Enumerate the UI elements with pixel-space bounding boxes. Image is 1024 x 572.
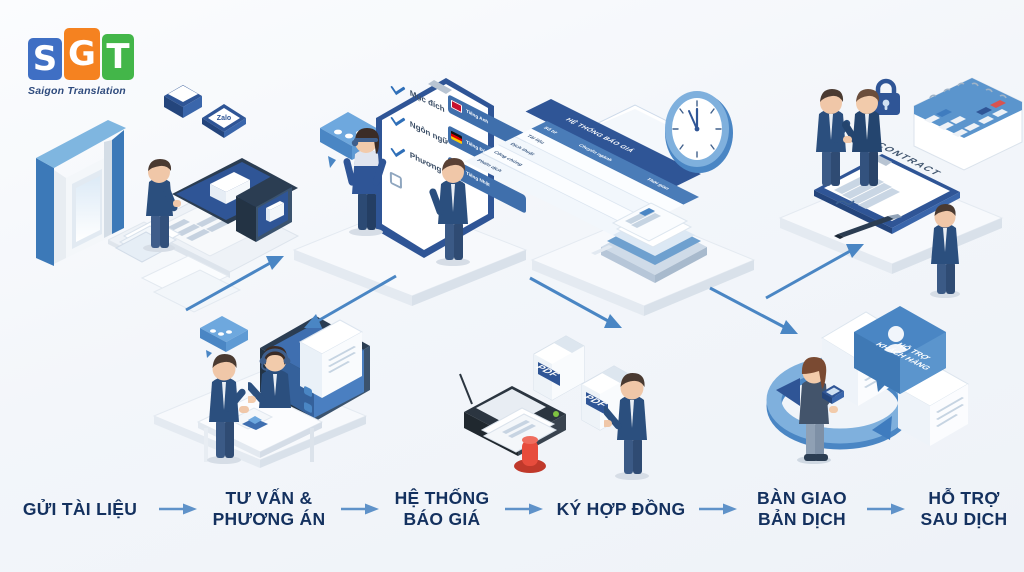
person-receiver-figure — [601, 373, 649, 480]
germany-flag-icon — [451, 130, 462, 145]
connector-arrow-2 — [304, 274, 397, 328]
checklist-items: Mục đích Ngôn ngữ Phương án — [368, 78, 500, 268]
pen-icon — [834, 214, 902, 239]
desk-model-icon — [242, 416, 268, 430]
svg-text:Zalo: Zalo — [217, 115, 231, 122]
connector-arrow-1 — [185, 256, 284, 312]
person-sender — [133, 152, 187, 252]
person-contract-left-figure — [816, 89, 853, 186]
tablet-device — [822, 385, 844, 404]
scene-contract: CONTRACT — [780, 62, 1024, 242]
person-observer-figure — [930, 204, 960, 298]
pdf-file-icon — [533, 335, 585, 401]
scene-delivery: PDF PDF — [450, 318, 670, 478]
person-consultant-headset — [245, 336, 304, 432]
connector-arrow-4 — [765, 244, 864, 300]
connector-arrow-3 — [529, 276, 622, 328]
scene-consulting-platform — [290, 200, 530, 310]
step-arrow-4 — [695, 502, 741, 516]
logo-tagline: Saigon Translation — [28, 85, 126, 97]
logo-letter-g: G — [64, 28, 100, 80]
paper-sheets — [140, 255, 242, 313]
arrow-right-icon — [699, 503, 737, 515]
logo-letter-s: S — [28, 38, 62, 80]
person-client-figure — [429, 158, 470, 266]
person-contract-left — [804, 82, 856, 192]
step-arrow-1 — [155, 502, 201, 516]
step-label-4: KÝ HỢP ĐỒNG — [556, 498, 686, 519]
document-scanner — [591, 202, 707, 283]
calendar-icon — [913, 77, 1023, 171]
chat-bubble-icon — [200, 316, 248, 358]
check-icon — [390, 147, 406, 158]
person-consultant-figure — [343, 128, 387, 236]
brand-logo: S G T Saigon Translation — [28, 26, 160, 97]
step-label-1: GỬI TÀI LIỆU — [22, 498, 138, 519]
person-contract-right — [841, 82, 894, 192]
row-label: Tài liệu — [525, 134, 547, 145]
scene-send-documents: Zalo — [110, 70, 330, 320]
person-contract-observer — [920, 198, 970, 298]
uk-flag-icon — [451, 99, 462, 114]
person-receiver — [601, 364, 660, 480]
email-icon — [164, 85, 202, 118]
person-headset-figure — [245, 346, 291, 408]
contract-clipboard — [814, 152, 960, 234]
checklist-item-label: Mục đích — [409, 88, 445, 115]
logo-letter-t: T — [102, 34, 134, 80]
arrow-right-icon — [159, 503, 197, 515]
logo-letter-blocks: S G T — [28, 26, 160, 80]
red-stamp-icon — [514, 436, 546, 473]
support-document-secondary — [896, 365, 970, 446]
check-icon — [390, 85, 406, 96]
step-label-5: BÀN GIAO BẢN DỊCH — [757, 488, 847, 529]
doorway-icon — [36, 120, 126, 266]
support-bubble — [854, 306, 946, 394]
arrow-right-icon — [341, 503, 379, 515]
zalo-icon: Zalo — [202, 104, 246, 138]
checklist-item-2: Phương án — [390, 140, 486, 209]
person-desk-client-figure — [207, 354, 249, 464]
check-icon — [390, 116, 406, 127]
platform-slab — [292, 203, 528, 306]
person-contract-right-figure — [841, 89, 882, 186]
connector-arrow-5 — [709, 286, 798, 334]
arrow-right-icon — [505, 503, 543, 515]
step-arrow-2 — [337, 502, 383, 516]
person-sender-figure — [143, 159, 181, 252]
process-steps-bar: GỬI TÀI LIỆU TƯ VẤN & PHƯƠNG ÁN HỆ THỐNG… — [0, 474, 1024, 544]
arrow-right-icon — [867, 503, 905, 515]
person-consultant-woman — [338, 118, 394, 236]
person-client-listening — [425, 148, 481, 266]
person-desk-client — [196, 344, 252, 464]
step-label-3: HỆ THỐNG BÁO GIÁ — [394, 488, 490, 529]
column-header-0: Số từ — [542, 125, 560, 135]
smartphone-device — [236, 176, 292, 242]
scene-entrance-doorway — [20, 108, 150, 268]
step-label-2: TƯ VẤN & PHƯƠNG ÁN — [212, 488, 326, 529]
checklist-item-0: Mục đích — [390, 78, 486, 147]
wall-clock-icon — [665, 91, 733, 173]
scene-quotation: HỆ THỐNG BÁO GIÁ Số từ Chuyên ngành Thời… — [464, 75, 785, 283]
checklist-item-1: Ngôn ngữ — [390, 109, 486, 178]
step-label-6: HỖ TRỢ SAU DỊCH — [920, 488, 1008, 529]
step-arrow-5 — [863, 502, 909, 516]
step-arrow-3 — [501, 502, 547, 516]
